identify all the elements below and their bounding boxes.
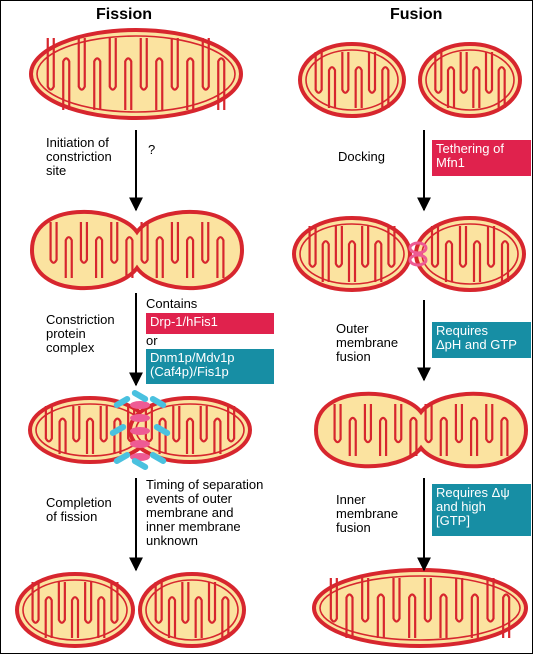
fission-heading: Fission xyxy=(96,6,152,24)
fusion-step3-label: Inner membrane fusion xyxy=(336,493,398,535)
fusion-mitochondrion-2a xyxy=(294,218,410,290)
fission-step2-contains: Contains xyxy=(146,297,197,311)
fusion-red-box-tethering: Tethering of Mfn1 xyxy=(432,140,531,176)
fission-daughter-2 xyxy=(140,574,244,646)
fission-step3-note: Timing of separation events of outer mem… xyxy=(146,478,263,548)
fusion-mitochondrion-1b xyxy=(420,44,520,116)
fission-step2-or: or xyxy=(146,334,158,348)
fission-step1-label: Initiation of constriction site xyxy=(46,136,112,178)
fission-step2-label: Constriction protein complex xyxy=(46,313,115,355)
fusion-mitochondrion-1a xyxy=(300,44,404,116)
constriction-proteins xyxy=(109,389,172,471)
fusion-mitochondrion-3 xyxy=(316,394,526,467)
drp1-protein xyxy=(130,440,150,448)
fission-teal-box-dnm1: Dnm1p/Mdv1p (Caf4p)/Fis1p xyxy=(146,349,274,384)
fusion-step2-label: Outer membrane fusion xyxy=(336,322,398,364)
fusion-step1-label: Docking xyxy=(338,150,385,164)
fusion-heading: Fusion xyxy=(390,6,442,24)
fusion-teal-box-ph-gtp: Requires ΔpH and GTP xyxy=(432,322,531,358)
fis1-protein xyxy=(131,389,150,403)
drp1-protein xyxy=(130,401,150,409)
fusion-mitochondrion-4 xyxy=(314,570,526,646)
fission-mitochondrion-1 xyxy=(31,30,241,118)
fission-red-box-drp1: Drp-1/hFis1 xyxy=(146,313,274,334)
fusion-mitochondrion-2b xyxy=(416,218,524,290)
fission-step3-label: Completion of fission xyxy=(46,496,112,524)
drp1-protein xyxy=(130,414,150,422)
fission-daughter-1 xyxy=(17,574,133,646)
fission-step1-note: ? xyxy=(148,143,155,157)
drp1-protein xyxy=(130,427,150,435)
fission-mitochondrion-2 xyxy=(32,212,242,288)
fusion-teal-box-psi-gtp: Requires Δψ and high [GTP] xyxy=(432,484,531,536)
